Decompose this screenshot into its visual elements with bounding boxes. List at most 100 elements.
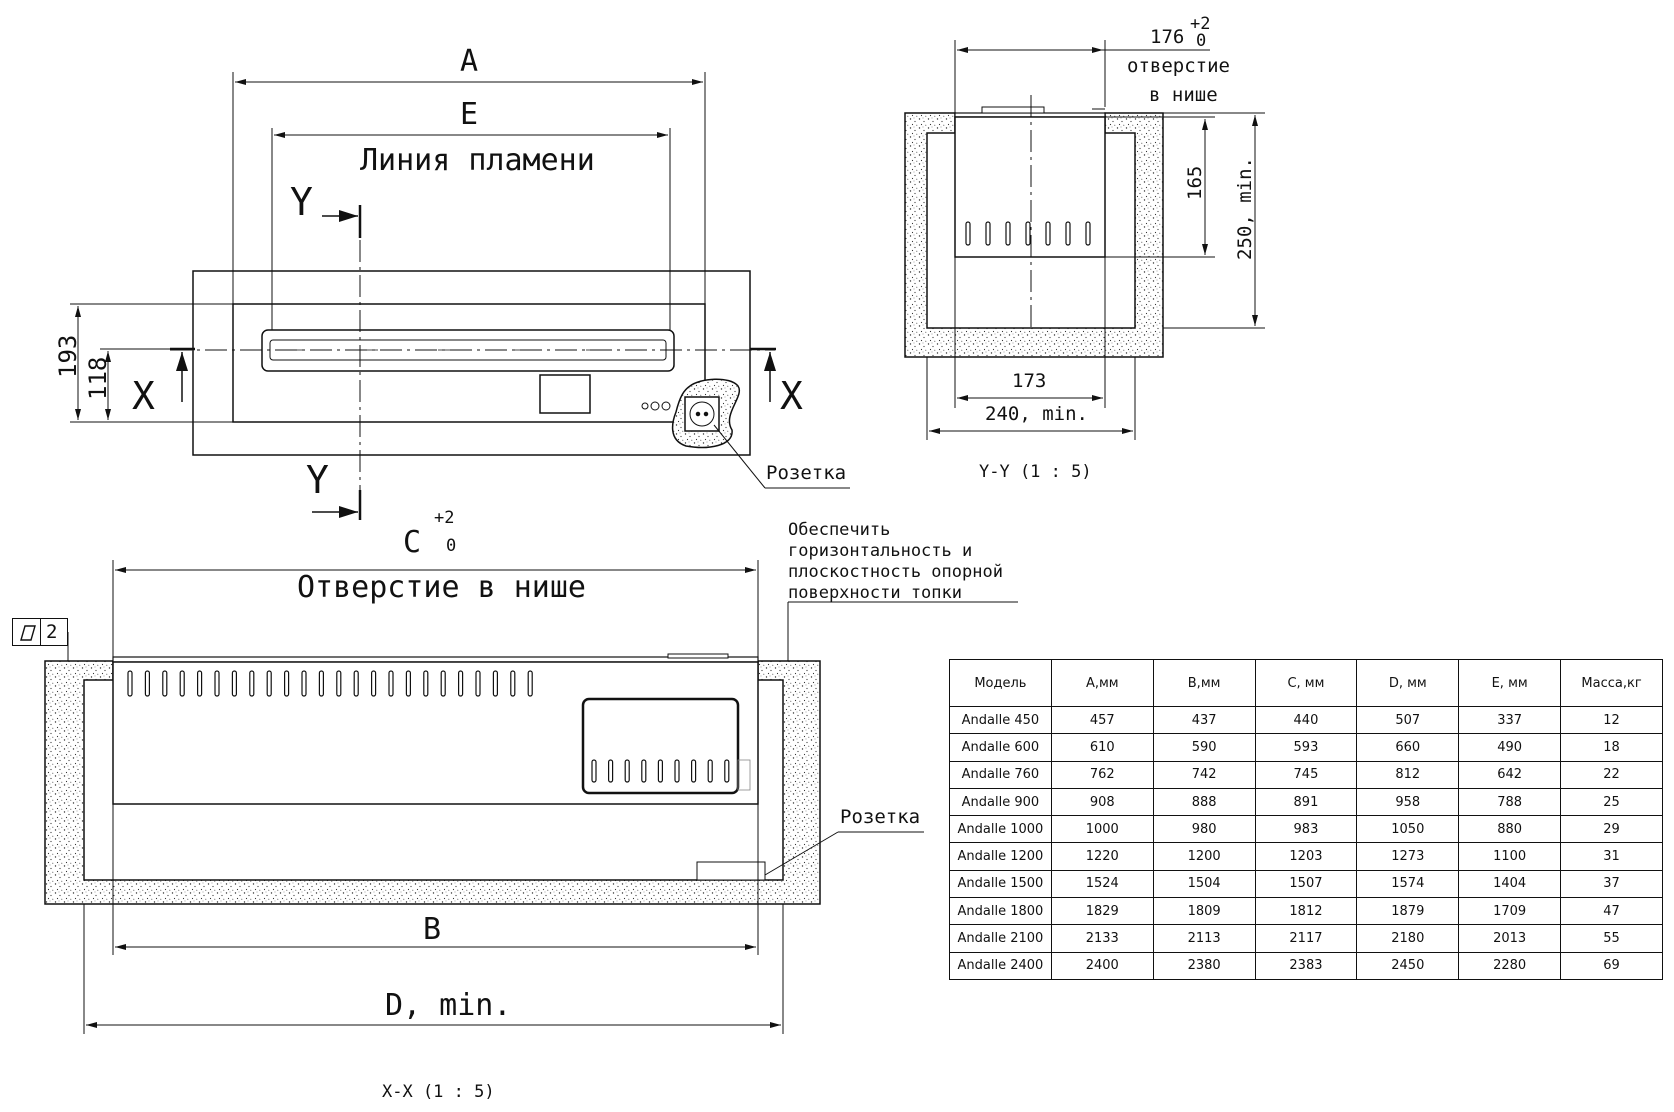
table-cell: 958 <box>1356 787 1460 817</box>
table-cell: 18 <box>1560 733 1663 762</box>
table-cell: 1812 <box>1254 897 1358 926</box>
table-cell: 762 <box>1050 760 1154 789</box>
table-cell: 1709 <box>1458 897 1562 926</box>
vent-slot <box>318 670 324 697</box>
header-model: Модель <box>949 659 1052 707</box>
yy-dim-173-label: 173 <box>1012 370 1047 392</box>
table-cell: Andalle 2100 <box>949 924 1052 953</box>
table-cell: Andalle 1200 <box>949 842 1052 871</box>
header-a: A,мм <box>1050 659 1154 707</box>
table-cell: 2280 <box>1458 951 1562 981</box>
yy-dim-240-label: 240, min. <box>985 403 1088 425</box>
section-x-left-label: X <box>132 374 155 418</box>
table-cell: 983 <box>1254 815 1358 844</box>
table-cell: 37 <box>1560 869 1663 899</box>
table-cell: 1200 <box>1152 842 1256 871</box>
xx-dim-B-label: B <box>423 912 442 947</box>
table-cell: 745 <box>1254 760 1358 789</box>
vent-slot <box>231 670 237 697</box>
table-cell: 2133 <box>1050 924 1154 953</box>
table-cell: 980 <box>1152 815 1256 844</box>
yy-opening-line2: в нише <box>1149 84 1218 106</box>
table-cell: 337 <box>1458 705 1562 735</box>
table-cell: 2180 <box>1356 924 1460 953</box>
table-cell: 1507 <box>1254 869 1358 899</box>
table-cell: 440 <box>1254 705 1358 735</box>
flame-line-label: Линия пламени <box>360 143 595 178</box>
note-line: плоскостность опорной <box>788 562 1003 582</box>
vent-slot <box>197 670 203 697</box>
vent-slot <box>144 670 150 697</box>
note-line: поверхности топки <box>788 583 962 603</box>
table-cell: 2450 <box>1356 951 1460 981</box>
vent-slot <box>127 670 133 697</box>
table-cell: 1273 <box>1356 842 1460 871</box>
yy-dim-165-label: 165 <box>1184 165 1206 200</box>
dim-118-label: 118 <box>84 356 112 400</box>
table-cell: Andalle 900 <box>949 787 1052 817</box>
table-cell: 2400 <box>1050 951 1154 981</box>
flatness-value: 2 <box>46 621 58 643</box>
dim-E-label: E <box>460 97 479 132</box>
vent-slot <box>179 670 185 697</box>
table-cell: Andalle 760 <box>949 760 1052 789</box>
section-yy <box>904 40 1265 440</box>
vent-slot <box>475 670 481 697</box>
table-cell: 1220 <box>1050 842 1154 871</box>
xx-tol-plus: +2 <box>434 508 455 528</box>
xx-dim-C-label: C <box>403 525 422 560</box>
section-xx <box>44 560 1018 1034</box>
section-y-top-label: Y <box>290 180 313 224</box>
vent-slot <box>371 670 377 697</box>
table-cell: 55 <box>1560 924 1663 953</box>
vent-slot <box>458 670 464 697</box>
table-cell: 29 <box>1560 815 1663 844</box>
xx-tol-zero: 0 <box>446 536 457 556</box>
table-cell: 1879 <box>1356 897 1460 926</box>
heater-vent-slot <box>707 759 713 783</box>
table-cell: 12 <box>1560 705 1663 735</box>
yy-tol-zero: 0 <box>1196 31 1207 51</box>
vent-slot <box>440 670 446 697</box>
table-cell: 2117 <box>1254 924 1358 953</box>
vent-slot <box>388 670 394 697</box>
plan-view <box>70 72 850 520</box>
table-cell: 610 <box>1050 733 1154 762</box>
header-d: D, мм <box>1356 659 1460 707</box>
plan-outer-frame <box>192 270 751 456</box>
table-cell: 22 <box>1560 760 1663 789</box>
header-c: C, мм <box>1254 659 1358 707</box>
table-cell: 1404 <box>1458 869 1562 899</box>
table-cell: 47 <box>1560 897 1663 926</box>
table-cell: 1809 <box>1152 897 1256 926</box>
dim-A-label: A <box>460 44 479 79</box>
table-cell: 1050 <box>1356 815 1460 844</box>
table-cell: 69 <box>1560 951 1663 981</box>
section-y-bottom-label: Y <box>306 458 329 502</box>
table-cell: 1203 <box>1254 842 1358 871</box>
table-cell: 590 <box>1152 733 1256 762</box>
table-cell: Andalle 450 <box>949 705 1052 735</box>
vent-slot <box>336 670 342 697</box>
note-line: горизонтальность и <box>788 541 973 561</box>
vent-slot <box>162 670 168 697</box>
table-cell: 888 <box>1152 787 1256 817</box>
heater-vent-slot <box>607 759 614 783</box>
xx-caption: X-X (1 : 5) <box>382 1082 495 1102</box>
table-cell: 2013 <box>1458 924 1562 953</box>
heater-vent-slot <box>690 759 697 783</box>
vent-slot <box>527 670 533 697</box>
yy-caption: Y-Y (1 : 5) <box>979 462 1092 482</box>
table-header-row: Модель A,мм B,мм C, мм D, мм E, мм Масса… <box>949 659 1663 707</box>
table-cell: Andalle 2400 <box>949 951 1052 981</box>
control-panel <box>539 374 591 414</box>
table-cell: 742 <box>1152 760 1256 789</box>
